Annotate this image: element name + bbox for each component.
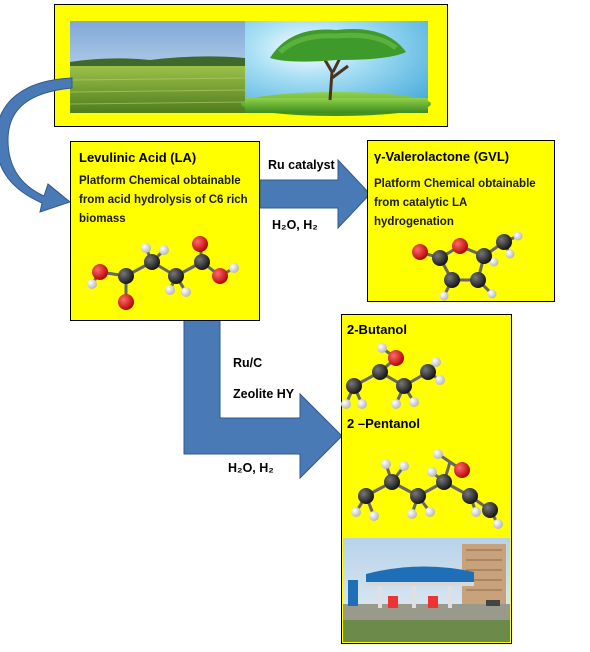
la-desc-line1: Platform Chemical obtainable: [79, 175, 241, 187]
butanol-molecule: [341, 343, 445, 409]
la-title: Levulinic Acid (LA): [79, 150, 197, 165]
gvl-title: γ-Valerolactone (GVL): [374, 149, 510, 164]
butanol-title: 2-Butanol: [347, 322, 407, 337]
gvl-desc-line1: Platform Chemical obtainable: [374, 178, 536, 190]
la-desc-line3: biomass: [79, 213, 126, 225]
label-h2o-h2-top: H₂O, H₂: [272, 218, 318, 232]
label-h2o-h2-bottom: H₂O, H₂: [228, 461, 274, 475]
gvl-box: [367, 140, 555, 302]
arrow-la-to-gvl: [259, 158, 371, 230]
levulinic-acid-box: [70, 141, 260, 321]
arrow-la-to-fuels: [183, 317, 343, 480]
label-zeolite-hy: Zeolite HY: [233, 387, 295, 401]
curved-arrow: [0, 77, 73, 213]
levulinic-acid-molecule: [87, 236, 239, 310]
wheat-field-image: [69, 21, 246, 113]
gvl-desc-line2: from catalytic LA: [374, 197, 468, 209]
gvl-desc-line3: hydrogenation: [374, 216, 454, 228]
pentanol-title: 2 –Pentanol: [347, 416, 420, 431]
label-ru-c: Ru/C: [233, 356, 263, 370]
gvl-molecule: [412, 231, 523, 301]
fuel-station-image: [343, 538, 510, 642]
tree-image: [241, 21, 431, 116]
la-desc-line2: from acid hydrolysis of C6 rich: [79, 194, 248, 206]
pentanol-molecule: [351, 449, 503, 529]
label-ru-catalyst: Ru catalyst: [268, 158, 335, 172]
